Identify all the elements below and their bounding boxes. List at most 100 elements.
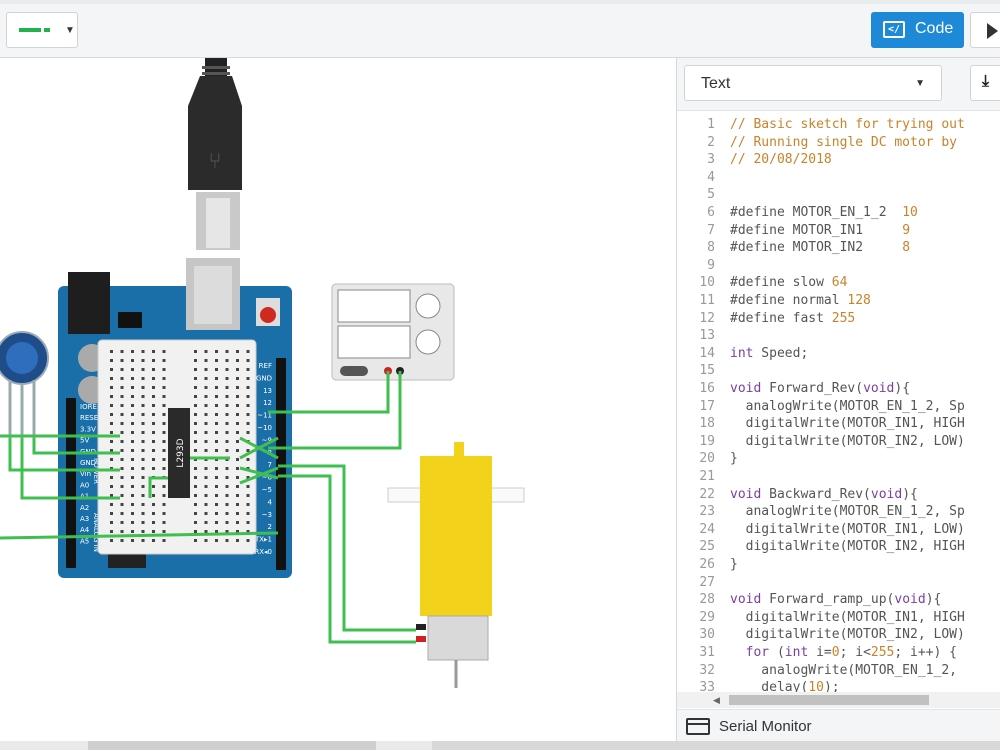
breadboard-hole[interactable] — [194, 413, 197, 416]
breadboard-hole[interactable] — [110, 485, 113, 488]
code-line[interactable]: 12#define fast 255 — [677, 310, 855, 328]
breadboard-hole[interactable] — [162, 485, 166, 488]
breadboard-hole[interactable] — [120, 458, 124, 461]
breadboard-hole[interactable] — [131, 449, 134, 452]
breadboard-hole[interactable] — [204, 530, 208, 533]
breadboard-hole[interactable] — [215, 377, 218, 380]
breadboard-hole[interactable] — [215, 494, 218, 497]
breadboard-hole[interactable] — [215, 422, 218, 425]
breadboard-hole[interactable] — [215, 530, 218, 533]
breadboard-hole[interactable] — [110, 395, 113, 398]
breadboard-hole[interactable] — [246, 395, 250, 398]
breadboard-hole[interactable] — [215, 431, 218, 434]
breadboard-hole[interactable] — [141, 422, 145, 425]
breadboard-hole[interactable] — [110, 503, 113, 506]
breadboard-hole[interactable] — [120, 530, 124, 533]
breadboard-hole[interactable] — [194, 368, 197, 371]
breadboard-hole[interactable] — [204, 467, 208, 470]
breadboard-hole[interactable] — [215, 467, 218, 470]
breadboard-hole[interactable] — [236, 422, 239, 425]
breadboard-hole[interactable] — [152, 404, 155, 407]
breadboard-hole[interactable] — [204, 377, 208, 380]
bottom-scrollbar[interactable] — [0, 741, 1000, 750]
breadboard-hole[interactable] — [131, 467, 134, 470]
breadboard-hole[interactable] — [194, 512, 197, 515]
code-line[interactable]: 4 — [677, 169, 730, 187]
breadboard-hole[interactable] — [194, 485, 197, 488]
breadboard-hole[interactable] — [131, 368, 134, 371]
breadboard-hole[interactable] — [110, 494, 113, 497]
breadboard-hole[interactable] — [141, 404, 145, 407]
breadboard-hole[interactable] — [110, 377, 113, 380]
breadboard-hole[interactable] — [110, 458, 113, 461]
breadboard-hole[interactable] — [162, 458, 166, 461]
breadboard-hole[interactable] — [162, 512, 166, 515]
dc-motor[interactable] — [420, 456, 492, 616]
breadboard-hole[interactable] — [225, 431, 229, 434]
breadboard-hole[interactable] — [141, 395, 145, 398]
breadboard-hole[interactable] — [204, 413, 208, 416]
breadboard-hole[interactable] — [225, 404, 229, 407]
breadboard-hole[interactable] — [110, 476, 113, 479]
code-line[interactable]: 30 digitalWrite(MOTOR_IN2, LOW) — [677, 626, 964, 644]
breadboard-hole[interactable] — [215, 386, 218, 389]
breadboard-hole[interactable] — [215, 350, 218, 353]
breadboard-hole[interactable] — [152, 431, 155, 434]
code-line[interactable]: 2// Running single DC motor by — [677, 134, 957, 152]
breadboard-hole[interactable] — [236, 476, 239, 479]
code-line[interactable]: 23 analogWrite(MOTOR_EN_1_2, Sp — [677, 503, 964, 521]
breadboard-hole[interactable] — [152, 467, 155, 470]
breadboard-hole[interactable] — [141, 368, 145, 371]
breadboard-hole[interactable] — [236, 377, 239, 380]
breadboard-hole[interactable] — [204, 521, 208, 524]
breadboard-hole[interactable] — [152, 449, 155, 452]
breadboard-hole[interactable] — [141, 494, 145, 497]
code-line[interactable]: 24 digitalWrite(MOTOR_IN1, LOW) — [677, 521, 964, 539]
code-line[interactable]: 9 — [677, 257, 730, 275]
breadboard-hole[interactable] — [152, 422, 155, 425]
breadboard-hole[interactable] — [120, 494, 124, 497]
breadboard-hole[interactable] — [120, 413, 124, 416]
breadboard-hole[interactable] — [110, 521, 113, 524]
code-line[interactable]: 33 delay(10); — [677, 679, 839, 692]
code-line[interactable]: 31 for (int i=0; i<255; i++) { — [677, 644, 957, 662]
breadboard-hole[interactable] — [141, 485, 145, 488]
breadboard-hole[interactable] — [204, 476, 208, 479]
breadboard-hole[interactable] — [141, 467, 145, 470]
code-line[interactable]: 18 digitalWrite(MOTOR_IN1, HIGH — [677, 415, 964, 433]
breadboard-hole[interactable] — [162, 404, 166, 407]
code-line[interactable]: 29 digitalWrite(MOTOR_IN1, HIGH — [677, 609, 964, 627]
breadboard-hole[interactable] — [141, 350, 145, 353]
breadboard-hole[interactable] — [152, 413, 155, 416]
breadboard-hole[interactable] — [215, 476, 218, 479]
code-line[interactable]: 8#define MOTOR_IN2 8 — [677, 239, 910, 257]
breadboard-hole[interactable] — [152, 350, 155, 353]
breadboard-hole[interactable] — [152, 485, 155, 488]
breadboard-hole[interactable] — [194, 359, 197, 362]
breadboard-hole[interactable] — [194, 422, 197, 425]
breadboard-hole[interactable] — [131, 458, 134, 461]
breadboard-hole[interactable] — [120, 503, 124, 506]
breadboard-hole[interactable] — [141, 377, 145, 380]
breadboard-hole[interactable] — [204, 512, 208, 515]
code-line[interactable]: 17 analogWrite(MOTOR_EN_1_2, Sp — [677, 398, 964, 416]
breadboard-hole[interactable] — [120, 512, 124, 515]
breadboard-hole[interactable] — [236, 431, 239, 434]
breadboard-hole[interactable] — [141, 449, 145, 452]
breadboard-hole[interactable] — [246, 368, 250, 371]
breadboard-hole[interactable] — [152, 503, 155, 506]
breadboard-hole[interactable] — [215, 359, 218, 362]
download-button[interactable]: ⤓ — [970, 65, 1000, 101]
breadboard-hole[interactable] — [236, 458, 239, 461]
breadboard-hole[interactable] — [120, 431, 124, 434]
code-line[interactable]: 13 — [677, 327, 730, 345]
breadboard-hole[interactable] — [194, 404, 197, 407]
breadboard-hole[interactable] — [225, 530, 229, 533]
breadboard-hole[interactable] — [152, 521, 155, 524]
breadboard-hole[interactable] — [215, 539, 218, 542]
breadboard-hole[interactable] — [162, 395, 166, 398]
breadboard-hole[interactable] — [110, 386, 113, 389]
